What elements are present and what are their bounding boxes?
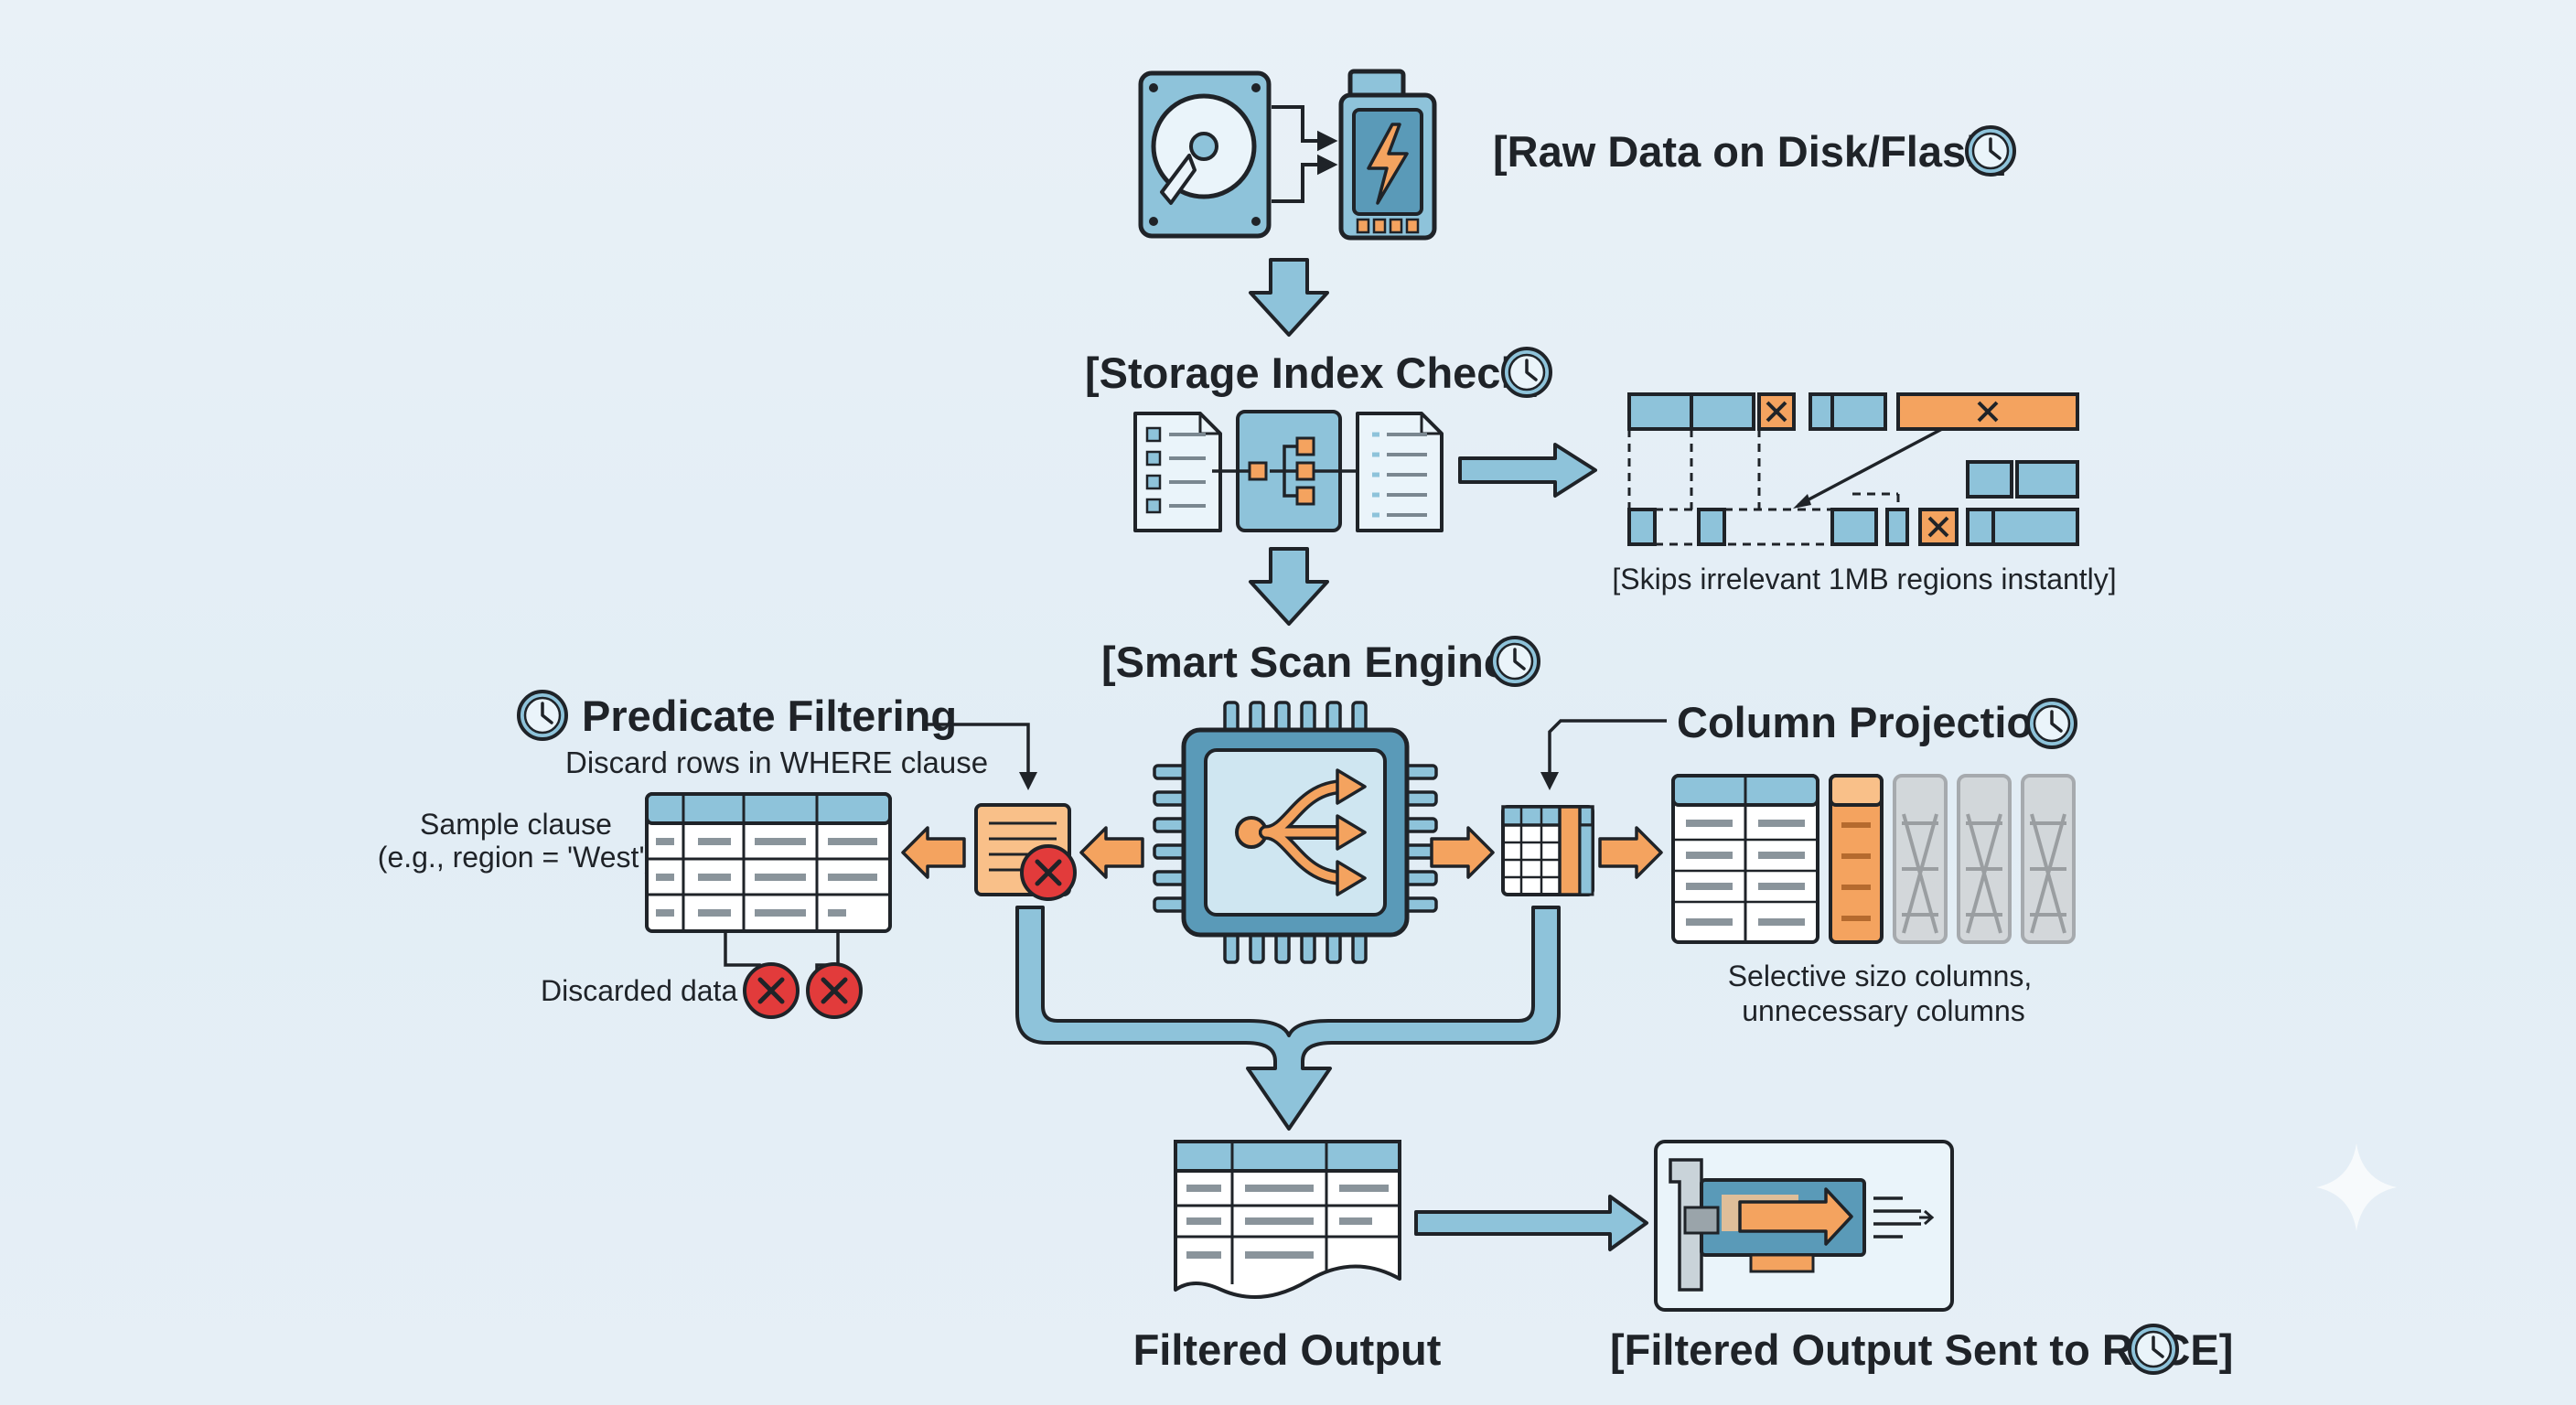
disk-to-flash-connector (1272, 105, 1338, 203)
projected-columns-icon (1671, 774, 2076, 944)
column-table-icon (1501, 805, 1594, 896)
sample-table-icon (645, 792, 892, 933)
clock-icon (1489, 636, 1540, 687)
region-skip-arrow (1798, 427, 1943, 507)
clock-icon (2026, 698, 2077, 749)
discarded-label: Discarded data (541, 974, 737, 1007)
decision-tree-icon (1212, 410, 1367, 532)
filter-document-icon (974, 803, 1075, 899)
storage-index-note: [Skips irrelevant 1MB regions instantly] (1612, 563, 2116, 595)
clock-icon (2128, 1324, 2179, 1375)
column-note-2: unnecessary columns (1742, 994, 2024, 1027)
x-circle-icon (745, 964, 798, 1017)
region-dashed-lines (1627, 429, 1900, 546)
discard-connector-lines (724, 931, 840, 970)
sample-clause-label: Sample clause (420, 808, 612, 841)
filtered-output-label: Filtered Output (1133, 1325, 1442, 1374)
predicate-title: Predicate Filtering (582, 692, 957, 740)
clock-icon (1501, 347, 1552, 398)
right-arrow (1414, 1195, 1648, 1251)
cpu-chip-icon (1153, 701, 1438, 964)
sparkle-icon (2316, 1143, 2397, 1231)
network-card-icon (1654, 1140, 1954, 1312)
right-arrow (1458, 443, 1597, 498)
hard-drive-icon (1138, 70, 1272, 239)
flash-card-icon (1338, 69, 1437, 241)
orange-left-arrow (1079, 826, 1144, 879)
down-arrow (1249, 547, 1329, 626)
sample-clause-example: (e.g., region = 'West') (378, 841, 654, 874)
merge-pipe (1015, 906, 1561, 1131)
smart-scan-label: [Smart Scan Engine] (1101, 638, 1522, 686)
clock-icon (517, 690, 568, 741)
document-icon (1133, 412, 1222, 532)
document-icon (1356, 412, 1444, 532)
predicate-callout-line (926, 723, 1030, 776)
column-projection-title: Column Projection (1677, 698, 2059, 746)
column-note-1: Selective sizo columns, (1728, 960, 2033, 992)
storage-index-label: [Storage Index Check] (1085, 349, 1539, 397)
predicate-subtitle: Discard rows in WHERE clause (565, 745, 988, 779)
orange-right-arrow (1430, 826, 1495, 879)
clock-icon (1965, 125, 2016, 177)
filtered-output-table-icon (1174, 1140, 1401, 1299)
region-blocks (1627, 392, 2079, 546)
raw-data-label: [Raw Data on Disk/Flash] (1493, 127, 2007, 176)
orange-left-arrow (901, 826, 966, 879)
orange-right-arrow (1598, 826, 1663, 879)
column-callout-line (1548, 719, 1667, 776)
down-arrow (1249, 258, 1329, 337)
x-circle-icon (808, 964, 861, 1017)
